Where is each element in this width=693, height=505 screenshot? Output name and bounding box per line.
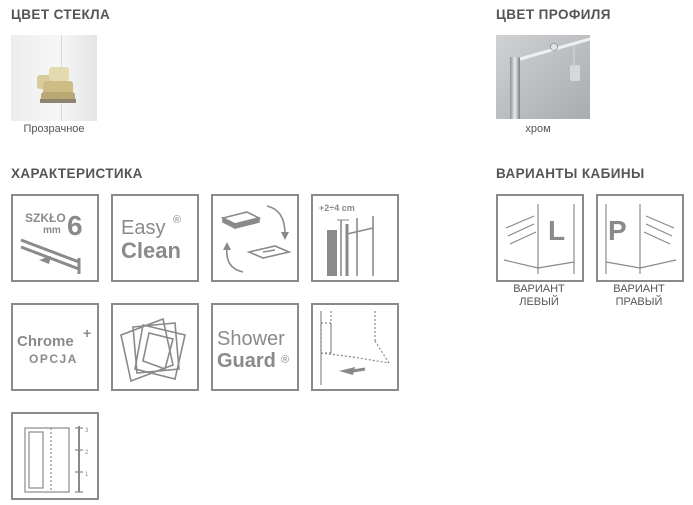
panels-icon	[120, 317, 186, 383]
glass-swatch-clear[interactable]	[11, 35, 97, 121]
feature-shower-guard: Shower Guard ®	[211, 303, 299, 391]
cabin-height-icon	[24, 426, 83, 493]
feature-corner-install	[311, 303, 399, 391]
easy-clean-line2: Clean	[121, 238, 181, 263]
left-door-icon	[503, 204, 575, 274]
feature-chrome-plus: Chrome + OPCJA	[11, 303, 99, 391]
easy-clean-line1: Easy	[121, 217, 165, 239]
left-variant-label-line1: ВАРИАНТ	[513, 283, 565, 295]
right-variant-label: ВАРИАНТ ПРАВЫЙ	[596, 283, 682, 309]
profile-color-heading: ЦВЕТ ПРОФИЛЯ	[496, 7, 611, 22]
corner-icon	[320, 311, 390, 385]
shower-guard-line1: Shower	[217, 328, 285, 350]
glass-option-label: Прозрачное	[23, 123, 85, 135]
feature-height-scale: 3 2 1	[11, 412, 99, 500]
chrome-plus-mark: +	[83, 325, 91, 341]
thickness-unit: mm	[43, 225, 61, 236]
thickness-value: 6	[67, 210, 83, 241]
chrome-plus-line2: OPCJA	[29, 352, 78, 366]
glass-color-heading: ЦВЕТ СТЕКЛА	[11, 7, 111, 22]
left-variant-label: ВАРИАНТ ЛЕВЫЙ	[496, 283, 582, 309]
feature-reversible	[211, 194, 299, 282]
feature-easy-clean: Easy ® Clean	[111, 194, 199, 282]
feature-adjustment: +2÷4 cm	[311, 194, 399, 282]
profile-adjust-icon	[327, 216, 374, 276]
shower-guard-line2: Guard	[217, 350, 276, 372]
reversible-icon	[220, 205, 292, 273]
profile-swatch-image	[496, 35, 590, 119]
scale-tick-1: 1	[85, 472, 89, 478]
scale-tick-3: 3	[85, 428, 89, 434]
cabin-variant-right[interactable]: P	[596, 194, 684, 282]
chrome-plus-line1: Chrome	[17, 333, 74, 350]
easy-clean-mark: ®	[173, 214, 181, 226]
cabin-variants-heading: ВАРИАНТЫ КАБИНЫ	[496, 166, 645, 181]
right-door-icon	[605, 204, 677, 274]
feature-multi-panel	[111, 303, 199, 391]
right-variant-letter: P	[608, 215, 627, 246]
glass-pane-icon	[20, 238, 81, 274]
adjust-label: +2÷4 cm	[319, 203, 355, 213]
feature-glass-thickness: SZKŁO mm 6	[11, 194, 99, 282]
right-variant-label-line2: ПРАВЫЙ	[615, 296, 663, 308]
profile-option-label: хром	[525, 123, 551, 135]
left-variant-label-line2: ЛЕВЫЙ	[519, 296, 559, 308]
left-variant-letter: L	[548, 215, 565, 246]
shower-guard-mark: ®	[281, 354, 289, 366]
cabin-variant-left[interactable]: L	[496, 194, 584, 282]
right-variant-label-line1: ВАРИАНТ	[613, 283, 665, 295]
features-heading: ХАРАКТЕРИСТИКА	[11, 166, 143, 181]
thickness-word: SZKŁO	[25, 211, 66, 225]
glass-swatch-image	[11, 35, 97, 121]
profile-swatch-chrome[interactable]	[496, 35, 590, 119]
scale-tick-2: 2	[85, 450, 89, 456]
